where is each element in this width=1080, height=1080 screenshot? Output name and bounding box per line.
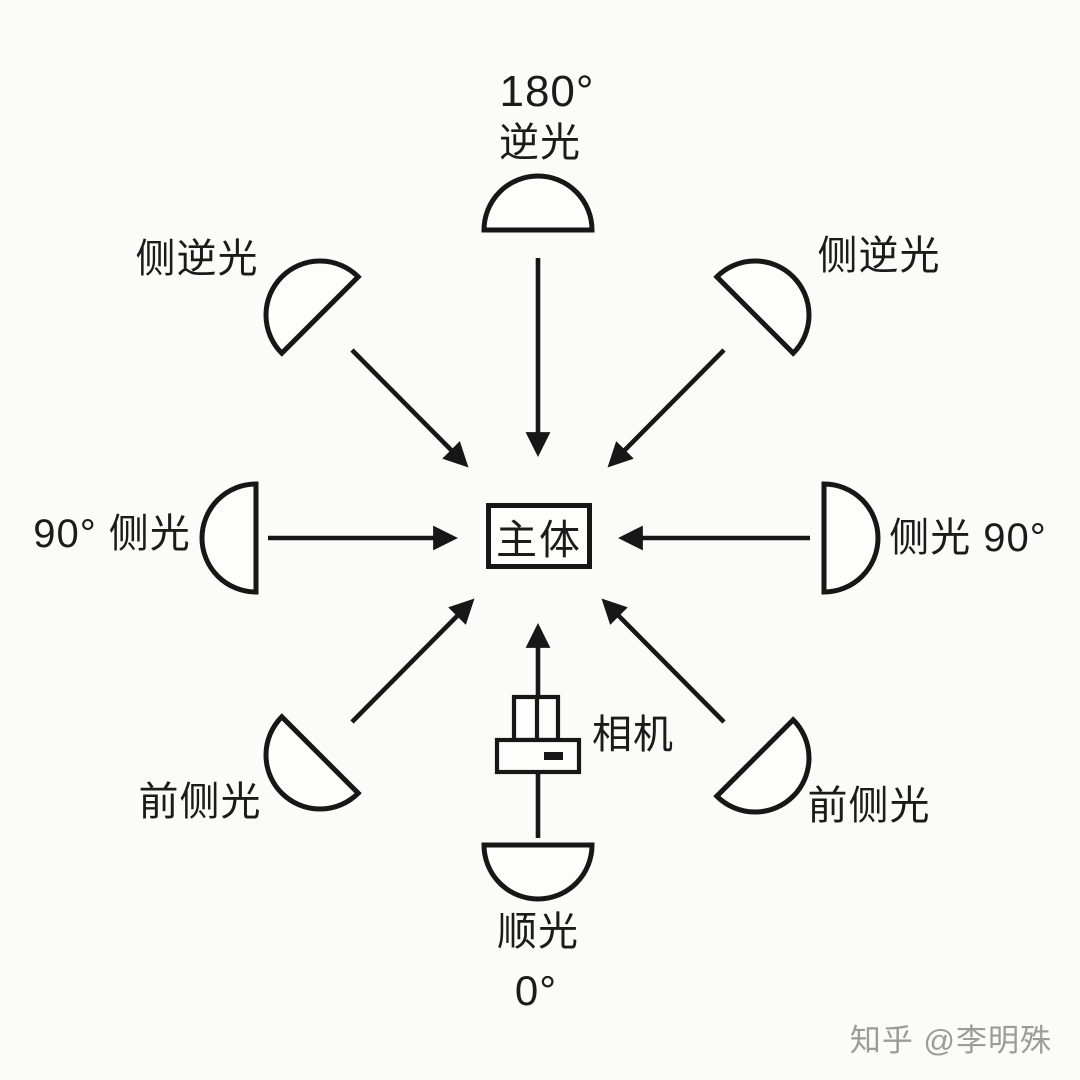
lamp-top-right-icon: [713, 258, 812, 357]
label-front-sidelight-right: 前侧光: [807, 784, 931, 828]
light-arrows: [268, 258, 810, 838]
lamp-left-icon: [199, 481, 259, 595]
arrow-front-sidelight-left: [350, 598, 475, 724]
label-frontlight-angle: 0°: [514, 967, 558, 1014]
label-sidelight-left: 90° 侧光: [33, 512, 191, 556]
label-backlight-angle: 180°: [499, 67, 595, 116]
lamp-bottom-right-icon: [713, 716, 812, 815]
lamp-bottom-left-icon: [263, 713, 362, 812]
watermark: 知乎 @李明殊: [849, 1023, 1052, 1058]
arrow-front-sidelight-right: [601, 598, 726, 724]
label-side-backlight-left: 侧逆光: [135, 237, 259, 281]
camera-icon: [494, 694, 582, 775]
arrow-side-backlight-left: [350, 348, 469, 468]
subject-label: 主体: [496, 517, 582, 563]
lamp-top-icon: [481, 173, 595, 233]
lamp-bottom-icon: [481, 842, 595, 902]
label-side-backlight-right: 侧逆光: [817, 234, 941, 278]
lamp-right-icon: [821, 481, 881, 595]
arrow-side-backlight-right: [607, 348, 726, 468]
label-camera: 相机: [592, 713, 674, 757]
label-frontlight: 顺光: [497, 910, 579, 954]
lamp-top-left-icon: [263, 258, 362, 357]
label-backlight: 逆光: [499, 121, 581, 165]
subject-box: 主体: [486, 503, 592, 569]
label-front-sidelight-left: 前侧光: [138, 780, 262, 824]
lamps: [199, 173, 881, 902]
label-sidelight-right: 侧光 90°: [889, 516, 1047, 560]
